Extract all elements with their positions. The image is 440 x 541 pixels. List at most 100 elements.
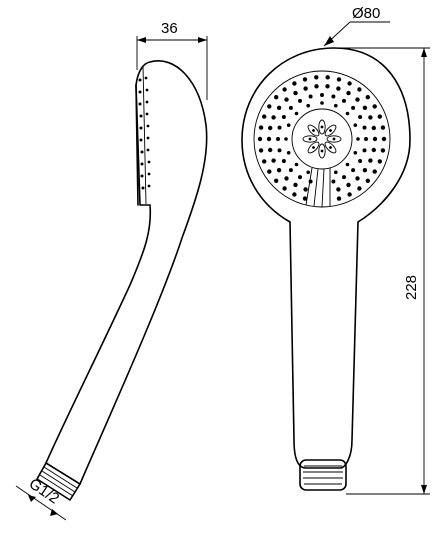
side-view-handle-outline — [45, 60, 208, 485]
spray-hole — [293, 90, 298, 96]
spray-hole — [281, 115, 286, 119]
spray-hole — [380, 148, 386, 153]
mode-selector-sector — [305, 167, 331, 208]
spray-hole — [347, 81, 352, 86]
spray-hole — [357, 87, 362, 92]
spray-hole — [357, 186, 362, 191]
side-view-thread-connector — [36, 462, 81, 501]
spray-hole — [284, 176, 289, 181]
spray-hole — [365, 95, 370, 100]
spray-hole — [372, 104, 377, 109]
spray-hole — [320, 101, 324, 105]
spray-hole — [288, 168, 293, 173]
spray-hole — [306, 170, 311, 175]
spray-hole — [355, 97, 360, 102]
spray-hole — [268, 125, 273, 131]
center-nozzle-hole — [329, 129, 332, 132]
spray-hole — [274, 178, 279, 183]
spray-hole — [358, 115, 363, 119]
spray-hole — [346, 90, 351, 96]
front-view-thread-connector — [299, 459, 347, 491]
spray-hole — [294, 111, 299, 116]
spray-hole — [336, 77, 342, 82]
center-nozzle-petal — [326, 135, 342, 143]
front-view: Ø80 228 — [241, 5, 430, 495]
spray-hole — [281, 159, 286, 163]
spray-hole — [267, 169, 272, 174]
spray-hole — [303, 187, 308, 192]
spray-hole — [353, 123, 358, 127]
spray-hole — [372, 136, 378, 142]
center-nozzle-petal — [318, 119, 326, 135]
spray-hole — [362, 168, 368, 173]
spray-hole — [298, 98, 302, 103]
spray-hole — [267, 104, 272, 109]
spray-hole — [345, 111, 350, 116]
spray-holes — [257, 75, 387, 201]
spray-hole — [271, 115, 276, 120]
spray-hole — [277, 125, 282, 130]
spray-hole — [276, 137, 280, 141]
spray-hole — [353, 151, 358, 155]
center-nozzle-hole — [320, 149, 324, 153]
front-view-outline — [241, 47, 411, 469]
spray-hole — [377, 159, 382, 164]
spray-hole — [364, 137, 368, 141]
diameter-dimension-label: Ø80 — [352, 5, 380, 22]
spray-hole — [257, 136, 263, 142]
spray-hole — [325, 75, 330, 80]
width-dimension: 36 — [136, 20, 208, 100]
spray-hole — [355, 176, 360, 181]
spray-hole — [351, 168, 356, 173]
spray-hole — [336, 196, 342, 201]
spray-hole — [286, 123, 291, 127]
spray-hole — [282, 87, 287, 92]
spray-hole — [345, 162, 350, 167]
spray-hole — [362, 125, 367, 130]
center-nozzle-cluster — [302, 119, 342, 159]
center-nozzle-petal — [307, 124, 320, 137]
spray-hole — [377, 114, 382, 119]
spray-hole — [294, 162, 299, 167]
center-nozzle-petal — [324, 141, 337, 154]
spray-hole — [368, 115, 373, 120]
spray-hole — [276, 105, 282, 111]
spray-hole — [336, 86, 341, 91]
spray-hole — [274, 95, 279, 100]
spray-hole — [342, 98, 346, 103]
side-view-nozzles — [138, 76, 151, 190]
center-nozzle-hole — [332, 137, 336, 141]
spray-hole — [284, 137, 288, 141]
center-nozzle-hole — [312, 129, 315, 132]
spray-hole — [371, 147, 376, 153]
spray-hole — [372, 169, 377, 174]
spray-hole — [308, 94, 313, 99]
center-nozzle-hole — [329, 146, 332, 149]
length-dimension-label: 228 — [403, 275, 420, 300]
spray-hole — [365, 178, 370, 183]
spray-hole — [320, 93, 324, 97]
spray-hole — [258, 125, 264, 130]
spray-hole — [306, 103, 311, 108]
diameter-dimension: Ø80 — [323, 5, 390, 47]
spray-hole — [362, 148, 367, 153]
spray-hole — [271, 158, 276, 163]
spray-hole — [282, 186, 287, 191]
spray-hole — [325, 84, 330, 89]
spray-hole — [381, 136, 387, 142]
spray-hole — [334, 103, 338, 108]
spray-hole — [331, 179, 336, 184]
center-nozzle-hole — [312, 146, 315, 149]
spray-hole — [342, 175, 346, 180]
spray-hole — [351, 105, 356, 110]
spray-hole — [336, 187, 341, 192]
center-nozzle-hole — [320, 125, 324, 129]
spray-hole — [358, 159, 363, 163]
spray-hole — [314, 84, 319, 89]
spray-hole — [346, 182, 351, 188]
spray-hole — [286, 151, 291, 155]
spray-hole — [293, 182, 298, 188]
spray-hole — [380, 125, 386, 130]
center-nozzle-hole — [308, 137, 312, 141]
spray-hole — [334, 170, 338, 175]
